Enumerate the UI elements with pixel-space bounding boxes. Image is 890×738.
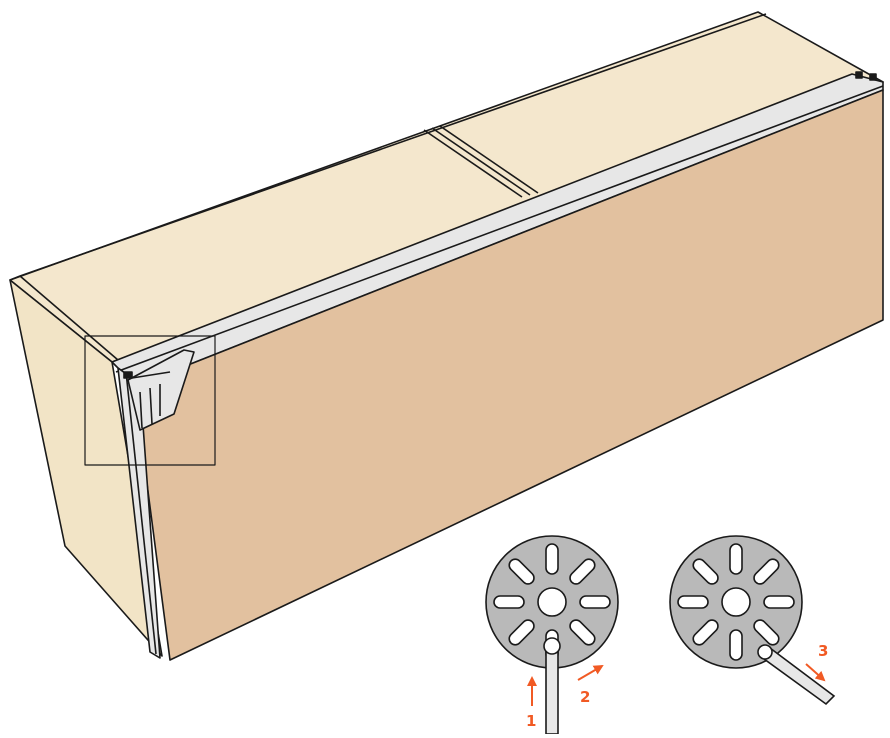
cam-disc-slot [753,619,780,646]
cam-disc-slot [508,558,535,585]
detail-frame [84,335,216,466]
step-label-2: 2 [580,688,590,706]
cam-disc-slot [569,619,596,646]
cam-disc-slot [753,558,780,585]
cam-disc-hub [537,587,567,617]
top-divider-joint [423,125,539,198]
cam-disc-slot [493,595,525,609]
cam-disc-slot [508,619,535,646]
cam-disc-slot [763,595,795,609]
screwdriver-shaft [545,643,559,735]
cam-disc-hub [721,587,751,617]
step-label-3: 3 [818,642,828,660]
cam-disc-step-3 [669,535,836,706]
cam-disc-slot [579,595,611,609]
cam-disc-slot [692,619,719,646]
cam-disc-slot [729,629,743,661]
step-label-1: 1 [526,712,536,730]
cam-disc-slot [569,558,596,585]
cam-disc-slot [545,543,559,575]
cam-disc-slot [729,543,743,575]
cabinet-left-side-edge [19,275,119,361]
cam-disc-slot [692,558,719,585]
lock-mechanism [123,71,877,431]
cam-disc-slot [677,595,709,609]
arrow-step-2 [577,664,604,681]
cabinet-left-side [9,279,163,657]
arrow-step-3 [805,663,826,682]
cam-disc-step-1-2 [485,535,619,735]
